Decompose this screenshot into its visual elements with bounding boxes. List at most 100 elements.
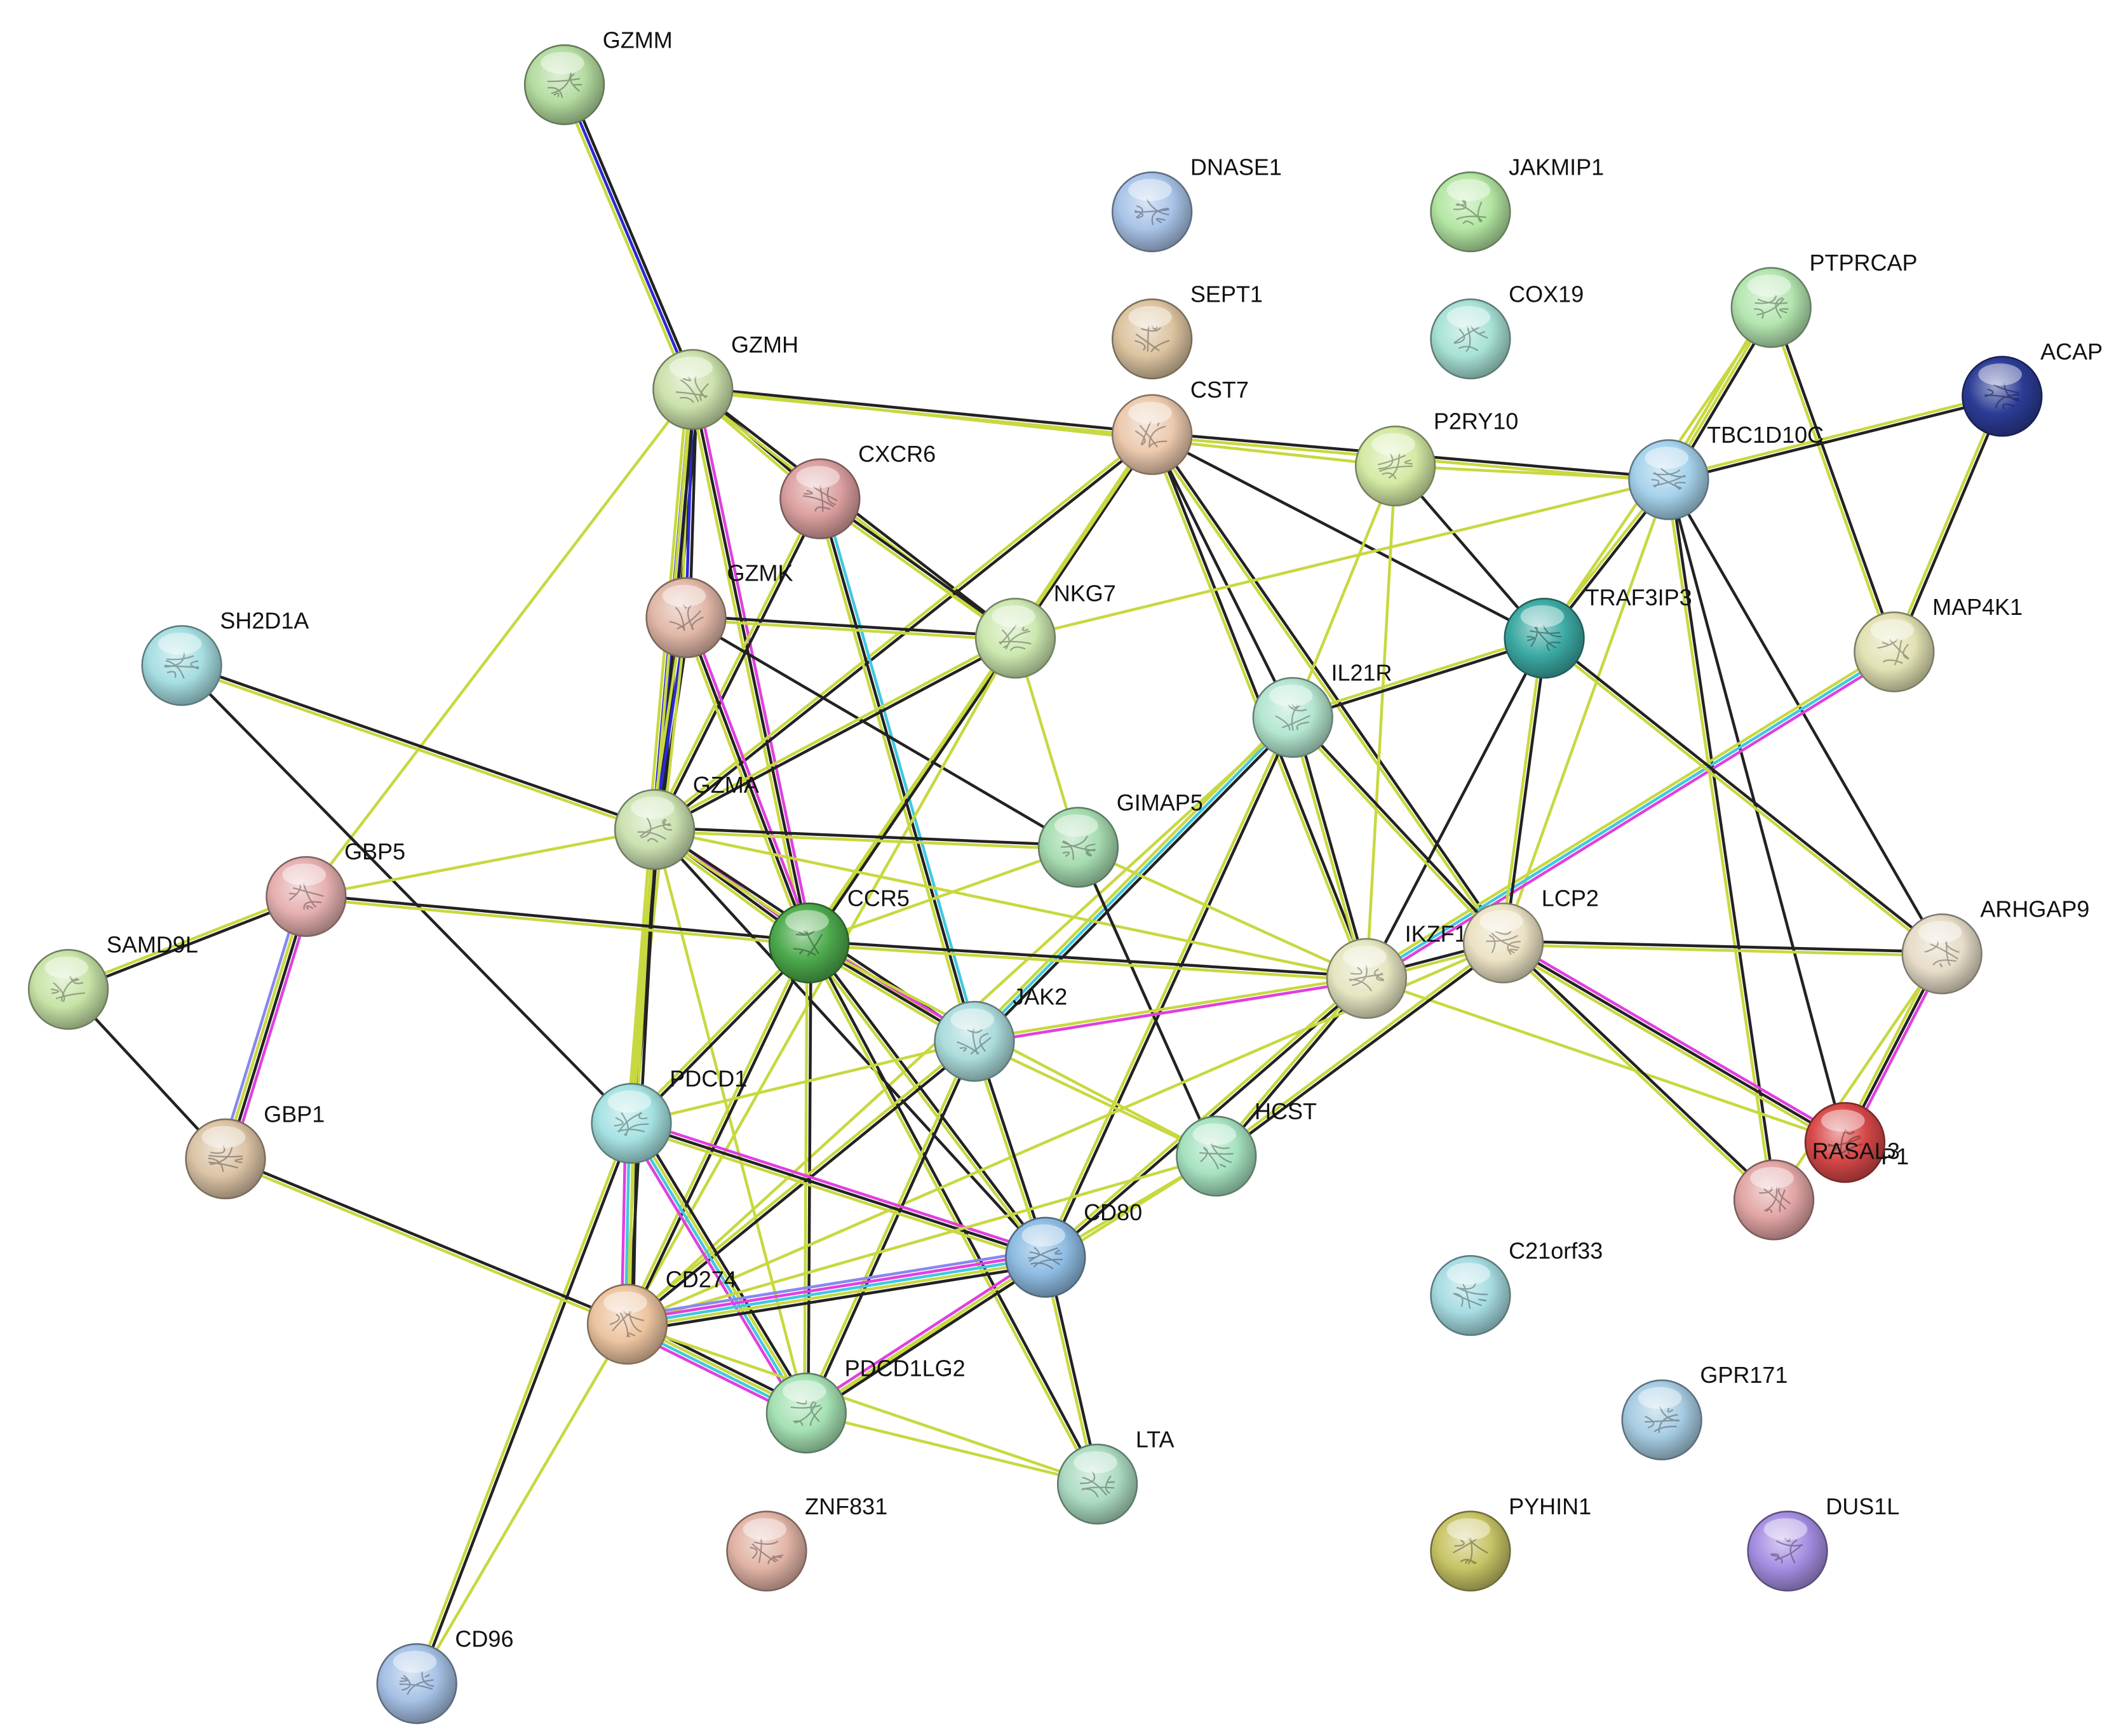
edge-cst7-il21r (1150, 433, 1295, 719)
node-sphere[interactable] (1901, 913, 1983, 995)
node-sphere[interactable] (1854, 611, 1935, 692)
node-sphere[interactable] (779, 458, 861, 539)
node-sphere[interactable] (1112, 298, 1193, 380)
node-sphere[interactable] (1621, 1379, 1702, 1460)
evidence-line (304, 893, 811, 943)
node-sphere[interactable] (768, 902, 850, 984)
node-gbp5[interactable]: GBP5 (266, 838, 406, 937)
node-highlight (603, 1291, 647, 1314)
node-sh2d1a[interactable]: SH2D1A (141, 608, 309, 706)
node-tbc1d10c[interactable]: TBC1D10C (1628, 422, 1824, 520)
node-sphere[interactable] (523, 44, 605, 126)
node-sphere[interactable] (591, 1082, 672, 1164)
node-cd96[interactable]: CD96 (376, 1625, 514, 1725)
node-sphere[interactable] (1747, 1511, 1828, 1592)
node-label: SAMD9L (107, 932, 198, 958)
node-cst7[interactable]: CST7 (1112, 377, 1249, 475)
node-ikzf1[interactable]: IKZF1 (1326, 920, 1467, 1019)
node-arhgap9[interactable]: ARHGAP9 (1901, 896, 2090, 995)
node-sphere[interactable] (27, 948, 109, 1030)
node-sphere[interactable] (1176, 1115, 1257, 1197)
node-sphere[interactable] (1056, 1443, 1138, 1525)
node-gimap5[interactable]: GIMAP5 (1037, 790, 1203, 888)
node-pdcd1[interactable]: PDCD1 (591, 1065, 748, 1164)
node-map4k1[interactable]: MAP4K1 (1854, 594, 2023, 692)
node-sphere[interactable] (1804, 1101, 1886, 1183)
protein-structure-glyph (1453, 325, 1488, 353)
node-sphere[interactable] (1354, 425, 1436, 507)
node-il21r[interactable]: IL21R (1252, 659, 1392, 758)
evidence-line (809, 940, 1101, 1485)
evidence-line (628, 1122, 807, 1416)
node-pyhin1[interactable]: PYHIN1 (1430, 1493, 1592, 1592)
node-gbp1[interactable]: GBP1 (185, 1101, 325, 1200)
node-p2ry10[interactable]: P2RY10 (1354, 408, 1518, 507)
node-sphere[interactable] (645, 577, 727, 659)
node-gzmk[interactable]: GZMK (645, 560, 793, 659)
node-sphere[interactable] (652, 349, 734, 430)
node-sept1[interactable]: SEPT1 (1112, 281, 1263, 380)
node-sphere[interactable] (726, 1511, 807, 1592)
node-highlight (1128, 178, 1172, 201)
evidence-line (1667, 396, 2004, 483)
evidence-line (805, 942, 1098, 1487)
node-cd80[interactable]: CD80 (1005, 1199, 1142, 1298)
node-gzmh[interactable]: GZMH (652, 332, 798, 430)
node-acap[interactable]: ACAP (1962, 339, 2103, 437)
node-gpr171[interactable]: GPR171 (1621, 1362, 1788, 1460)
node-nkg7[interactable]: NKG7 (974, 581, 1116, 679)
protein-structure-glyph (1453, 199, 1486, 225)
evidence-line (1890, 394, 2002, 653)
node-sphere[interactable] (1430, 1255, 1511, 1336)
node-dus1l[interactable]: DUS1L (1747, 1493, 1900, 1592)
node-cxcr6[interactable]: CXCR6 (779, 441, 936, 539)
node-rasal3[interactable]: RASAL3 (1804, 1101, 1900, 1183)
node-gzmm[interactable]: GZMM (523, 27, 673, 126)
edge-gzmm-gzmh (559, 81, 698, 393)
node-samd9l[interactable]: SAMD9L (27, 932, 198, 1030)
node-gzma[interactable]: GZMA (614, 772, 759, 870)
node-dnase1[interactable]: DNASE1 (1112, 154, 1282, 253)
node-cd274[interactable]: CD274 (586, 1267, 737, 1365)
node-jakmip1[interactable]: JAKMIP1 (1430, 154, 1605, 253)
node-traf3ip3[interactable]: TRAF3IP3 (1504, 584, 1692, 679)
node-lcp2[interactable]: LCP2 (1462, 885, 1599, 984)
node-highlight (607, 1090, 652, 1113)
node-pdcd1lg2[interactable]: PDCD1LG2 (765, 1355, 966, 1454)
edge-tbc1d10c-pstpip1 (1665, 478, 1777, 1202)
node-sphere[interactable] (614, 789, 696, 870)
node-sphere[interactable] (1462, 902, 1544, 984)
edge-arhgap9-pstpip1 (1772, 952, 1944, 1202)
edge-sh2d1a-pdcd1 (180, 664, 633, 1125)
node-jak2[interactable]: JAK2 (934, 983, 1068, 1082)
node-hcst[interactable]: HCST (1176, 1098, 1317, 1197)
node-sphere[interactable] (586, 1284, 668, 1365)
node-sphere[interactable] (266, 856, 347, 937)
node-label: DUS1L (1826, 1493, 1899, 1519)
evidence-line (1077, 845, 1218, 1158)
node-sphere[interactable] (1730, 267, 1812, 348)
node-sphere[interactable] (1430, 1511, 1511, 1592)
node-sphere[interactable] (141, 625, 222, 706)
node-sphere[interactable] (1628, 439, 1709, 520)
node-highlight (950, 1008, 995, 1031)
node-label: PYHIN1 (1509, 1493, 1591, 1519)
node-lta[interactable]: LTA (1056, 1426, 1175, 1525)
node-ptprcap[interactable]: PTPRCAP (1730, 250, 1918, 348)
node-label: JAK2 (1013, 983, 1067, 1009)
node-highlight (1763, 1518, 1808, 1541)
node-label: RASAL3 (1812, 1138, 1900, 1164)
node-ccr5[interactable]: CCR5 (768, 885, 910, 984)
node-c21orf33[interactable]: C21orf33 (1430, 1237, 1603, 1336)
node-sphere[interactable] (1430, 171, 1511, 253)
node-znf831[interactable]: ZNF831 (726, 1493, 888, 1592)
node-sphere[interactable] (1733, 1159, 1815, 1241)
node-cox19[interactable]: COX19 (1430, 281, 1584, 380)
node-sphere[interactable] (1326, 938, 1408, 1019)
protein-structure-glyph (669, 604, 704, 631)
evidence-line (223, 1159, 628, 1328)
node-sphere[interactable] (765, 1372, 847, 1454)
edge-p2ry10-ikzf1 (1365, 464, 1397, 980)
evidence-line (1289, 717, 1366, 981)
node-sphere[interactable] (974, 598, 1056, 679)
